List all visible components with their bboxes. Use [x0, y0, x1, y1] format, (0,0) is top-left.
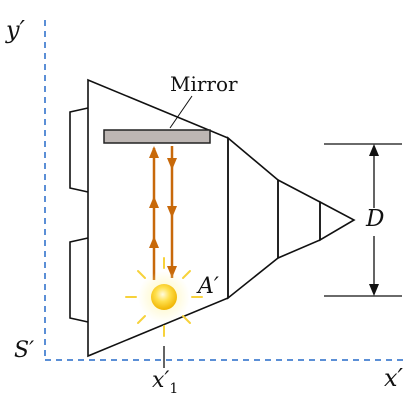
- lower-fin: [69, 237, 89, 323]
- down-arrowhead-low: [167, 266, 177, 278]
- mirror-leader: [169, 95, 193, 129]
- position-prime: ′: [164, 368, 170, 393]
- ship-nose-tip: [319, 200, 356, 242]
- position-subscript: 1: [169, 381, 179, 397]
- ship-nose-section: [227, 136, 279, 300]
- y-axis-label: y′: [6, 16, 26, 44]
- down-arrowhead-top: [167, 158, 177, 170]
- upper-fin: [69, 107, 89, 193]
- position-var: x: [152, 368, 165, 393]
- spaceship: [69, 78, 356, 358]
- mirror: [103, 129, 211, 144]
- dimension-label: D: [366, 206, 385, 232]
- light-rays: [149, 146, 177, 280]
- dimension-D: [324, 143, 402, 297]
- x-axis-label: x′: [384, 364, 403, 392]
- up-arrowhead-low: [149, 236, 159, 248]
- ship-nose-mid: [277, 178, 321, 260]
- up-arrowhead-top: [149, 146, 159, 158]
- up-arrowhead-mid: [149, 196, 159, 208]
- mirror-label: Mirror: [170, 72, 238, 96]
- frame-origin-label: S′: [14, 338, 35, 363]
- down-arrowhead-mid: [167, 206, 177, 218]
- position-label: x′1: [152, 368, 179, 397]
- light-bulb-icon: [125, 257, 203, 337]
- event-label: A′: [198, 274, 219, 299]
